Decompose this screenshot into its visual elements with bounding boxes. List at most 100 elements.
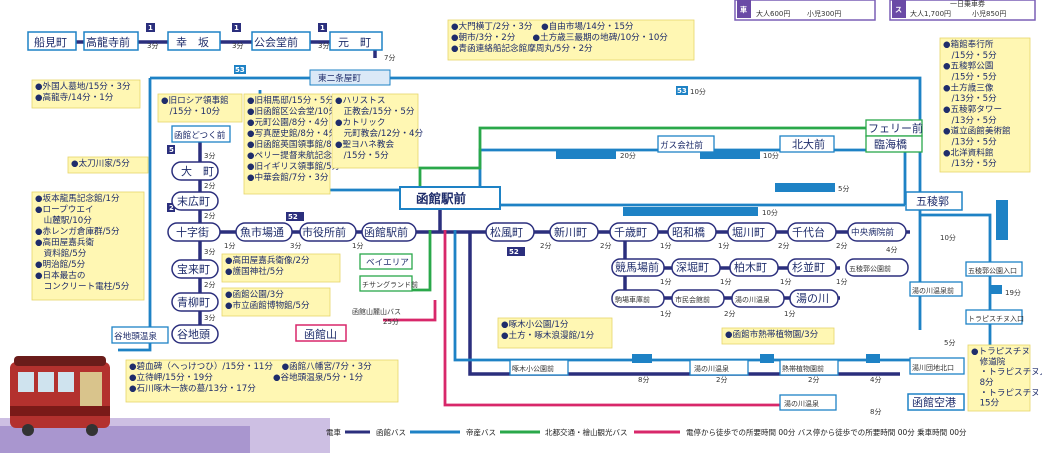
svg-text:3分: 3分 [204, 247, 215, 256]
note-line: ●道立函館美術館 [943, 125, 1011, 137]
station-shimin-kaikan[interactable]: 市民会館前 [675, 295, 710, 304]
legend-kitako: 北都交通・檜山観光バス [545, 427, 628, 437]
fare-box: 車 大人600円 小児300円 ス 一日乗車券 大人1,700円 小児850円 [734, 0, 1036, 21]
note-line: ●太刀川家/5分 [71, 157, 130, 169]
note-n_horai: ●高田屋嘉兵衛像/2分●護国神社/5分 [221, 253, 341, 283]
station-suginamicho[interactable]: 杉並町 [792, 260, 825, 274]
note-line: ●市立函館博物館/5分 [225, 299, 310, 311]
svg-text:53: 53 [235, 66, 245, 74]
station-rinkaibashi[interactable]: 臨海橋 [874, 137, 907, 151]
svg-text:53: 53 [677, 87, 687, 95]
station-komaba[interactable]: 駒場車庫前 [615, 295, 650, 304]
station-trappistine-1[interactable]: トラピスチヌ入口 [968, 315, 1024, 323]
station-goryokaku-koen[interactable]: 五稜郭公園前 [849, 264, 891, 273]
station-shiyakusho[interactable]: 市役所前 [302, 225, 346, 239]
note-line: /15分・5分 [335, 150, 389, 161]
time-labels: 3分 3分 3分 7分 3分 2分 2分 3分 2分 3分 1分 3分 1分 2… [147, 41, 1021, 416]
note-line: 15分 [971, 398, 1000, 409]
svg-text:19分: 19分 [1005, 288, 1021, 297]
station-chiyogadai[interactable]: 千代台 [792, 225, 825, 239]
station-bay-area[interactable]: ベイエリア [366, 258, 409, 268]
station-suehirocho[interactable]: 末広町 [177, 194, 210, 208]
svg-text:8分: 8分 [638, 375, 649, 384]
svg-text:3分: 3分 [232, 41, 243, 50]
station-koryujimae[interactable]: 高龍寺前 [86, 35, 130, 49]
station-jujigai[interactable]: 十字街 [176, 225, 209, 239]
station-matsukazecho[interactable]: 松風町 [490, 225, 523, 239]
note-n_left3: ●坂本龍馬記念館/1分●ロープウエイ 山麓駅/10分●赤レンガ倉庫群/5分●高田… [31, 191, 145, 301]
station-kashiwagicho[interactable]: 柏木町 [734, 260, 767, 274]
station-keibajo[interactable]: 競馬場前 [615, 260, 659, 274]
station-dokku-mae[interactable]: 函館どつく前 [174, 129, 226, 141]
svg-text:3分: 3分 [318, 41, 329, 50]
station-takuboku[interactable]: 啄木小公園前 [512, 364, 554, 373]
note-line: /15分・5分 [943, 72, 997, 83]
station-kokaidomae[interactable]: 公会堂前 [254, 35, 298, 49]
station-aoyagicho[interactable]: 青柳町 [177, 295, 210, 309]
note-line: ●立待岬/15分・19分 ●谷地頭温泉/5分・1分 [129, 371, 363, 383]
station-hakodate-ekimae[interactable]: 函館駅前 [416, 191, 467, 206]
note-line: ●坂本龍馬記念館/1分 [35, 192, 120, 204]
note-line: ●赤レンガ倉庫群/5分 [35, 225, 120, 237]
note-n_bottom: ●碧血碑（へっけつひ）/15分・11分 ●函館八幡宮/7分・3分●立待岬/15分… [125, 359, 399, 403]
station-yunokawa-onsen-3[interactable]: 湯の川温泉 [784, 399, 819, 408]
station-yukizaka[interactable]: 幸 坂 [176, 36, 209, 49]
note-line: ●土方・啄木浪漫館/1分 [501, 329, 595, 341]
station-yachigashira-onsen[interactable]: 谷地頭温泉 [114, 330, 157, 342]
station-yunokawa-danchi[interactable]: 湯川団地北口 [912, 363, 954, 372]
note-line: ●外国人墓地/15分・3分 [35, 80, 131, 92]
svg-text:1分: 1分 [780, 277, 791, 286]
note-boxes: ●外国人墓地/15分・3分●高龍寺/14分・1分 ●太刀川家/5分 ●坂本龍馬記念館… [31, 19, 1042, 412]
station-hakodateyama[interactable]: 函館山 [304, 327, 337, 341]
stations-right: ガス会社前 北大前 フェリー前 臨海橋 五稜郭 五稜郭公園入口 湯の川温泉前 ト… [509, 119, 1024, 411]
note-line: ●北洋資料館 [943, 146, 993, 158]
station-yachigashira[interactable]: 谷地頭 [177, 328, 210, 341]
svg-text:5: 5 [169, 146, 174, 154]
svg-text:東二条屋町: 東二条屋町 [318, 72, 361, 84]
station-horaicho[interactable]: 宝来町 [177, 262, 210, 276]
note-n_russia: ●旧ロシア領事館 /15分・10分 [157, 93, 243, 123]
legend-tram: 電車 [326, 427, 341, 437]
note-line: ●碧血碑（へっけつひ）/15分・11分 ●函館八幡宮/7分・3分 [129, 360, 372, 372]
station-chuobyoin[interactable]: 中央病院前 [851, 226, 894, 238]
station-motomachi[interactable]: 元 町 [338, 36, 371, 49]
tram-illustration [0, 356, 330, 453]
station-chitosecho[interactable]: 千歳町 [614, 226, 647, 239]
legend-teisan: 帝産バス [466, 427, 496, 437]
note-line: ●旧イギリス領事館/5分 [247, 160, 341, 172]
svg-text:52: 52 [288, 213, 298, 221]
station-gas-kaisha[interactable]: ガス会社前 [660, 139, 703, 151]
note-n_nettai: ●函館市熱帯植物園/3分 [721, 327, 835, 345]
station-chisan[interactable]: チサングランド前 [362, 280, 418, 289]
note-line: ●写真歴史館/8分・4分 [247, 127, 337, 139]
station-horikawacho[interactable]: 堀川町 [732, 226, 765, 239]
tram-mark: 車 [740, 5, 747, 14]
station-uoichiba[interactable]: 魚市場通 [240, 225, 284, 239]
svg-text:1: 1 [320, 24, 325, 32]
station-yunokawa[interactable]: 湯の川 [796, 292, 829, 305]
note-line: ●護国神社/5分 [225, 265, 284, 277]
note-line: /15分・10分 [161, 106, 221, 117]
note-line: ●元町公園/8分・4分 [247, 117, 329, 128]
station-hakodate-ekimae-tram[interactable]: 函館駅前 [364, 225, 408, 239]
station-nettai[interactable]: 熱帯植物園前 [782, 364, 824, 373]
station-goryokaku[interactable]: 五稜郭 [916, 195, 949, 208]
station-fukaboricho[interactable]: 深堀町 [676, 261, 709, 274]
svg-text:2分: 2分 [204, 280, 215, 289]
svg-text:2: 2 [169, 204, 174, 212]
station-ferry[interactable]: フェリー前 [868, 121, 923, 135]
station-kitadai[interactable]: 北大前 [792, 137, 825, 151]
note-line: ●高龍寺/14分・1分 [35, 91, 114, 103]
note-line: コンクリート電柱/5分 [35, 280, 130, 292]
svg-text:4分: 4分 [886, 245, 897, 254]
svg-text:3分: 3分 [204, 151, 215, 160]
station-funamicho[interactable]: 船見町 [34, 35, 67, 49]
station-goryokaku-iriguchi[interactable]: 五稜郭公園入口 [968, 266, 1017, 275]
station-yunokawa-onsen[interactable]: 湯の川温泉 [735, 295, 770, 304]
station-shinkawacho[interactable]: 新川町 [554, 225, 587, 239]
station-showabashi[interactable]: 昭和橋 [672, 225, 705, 239]
station-hakodate-airport[interactable]: 函館空港 [912, 395, 956, 409]
station-omachi[interactable]: 大 町 [181, 164, 214, 178]
kitako-lines [383, 230, 780, 407]
station-yunokawa-onsen-2[interactable]: 湯の川温泉 [694, 364, 729, 373]
